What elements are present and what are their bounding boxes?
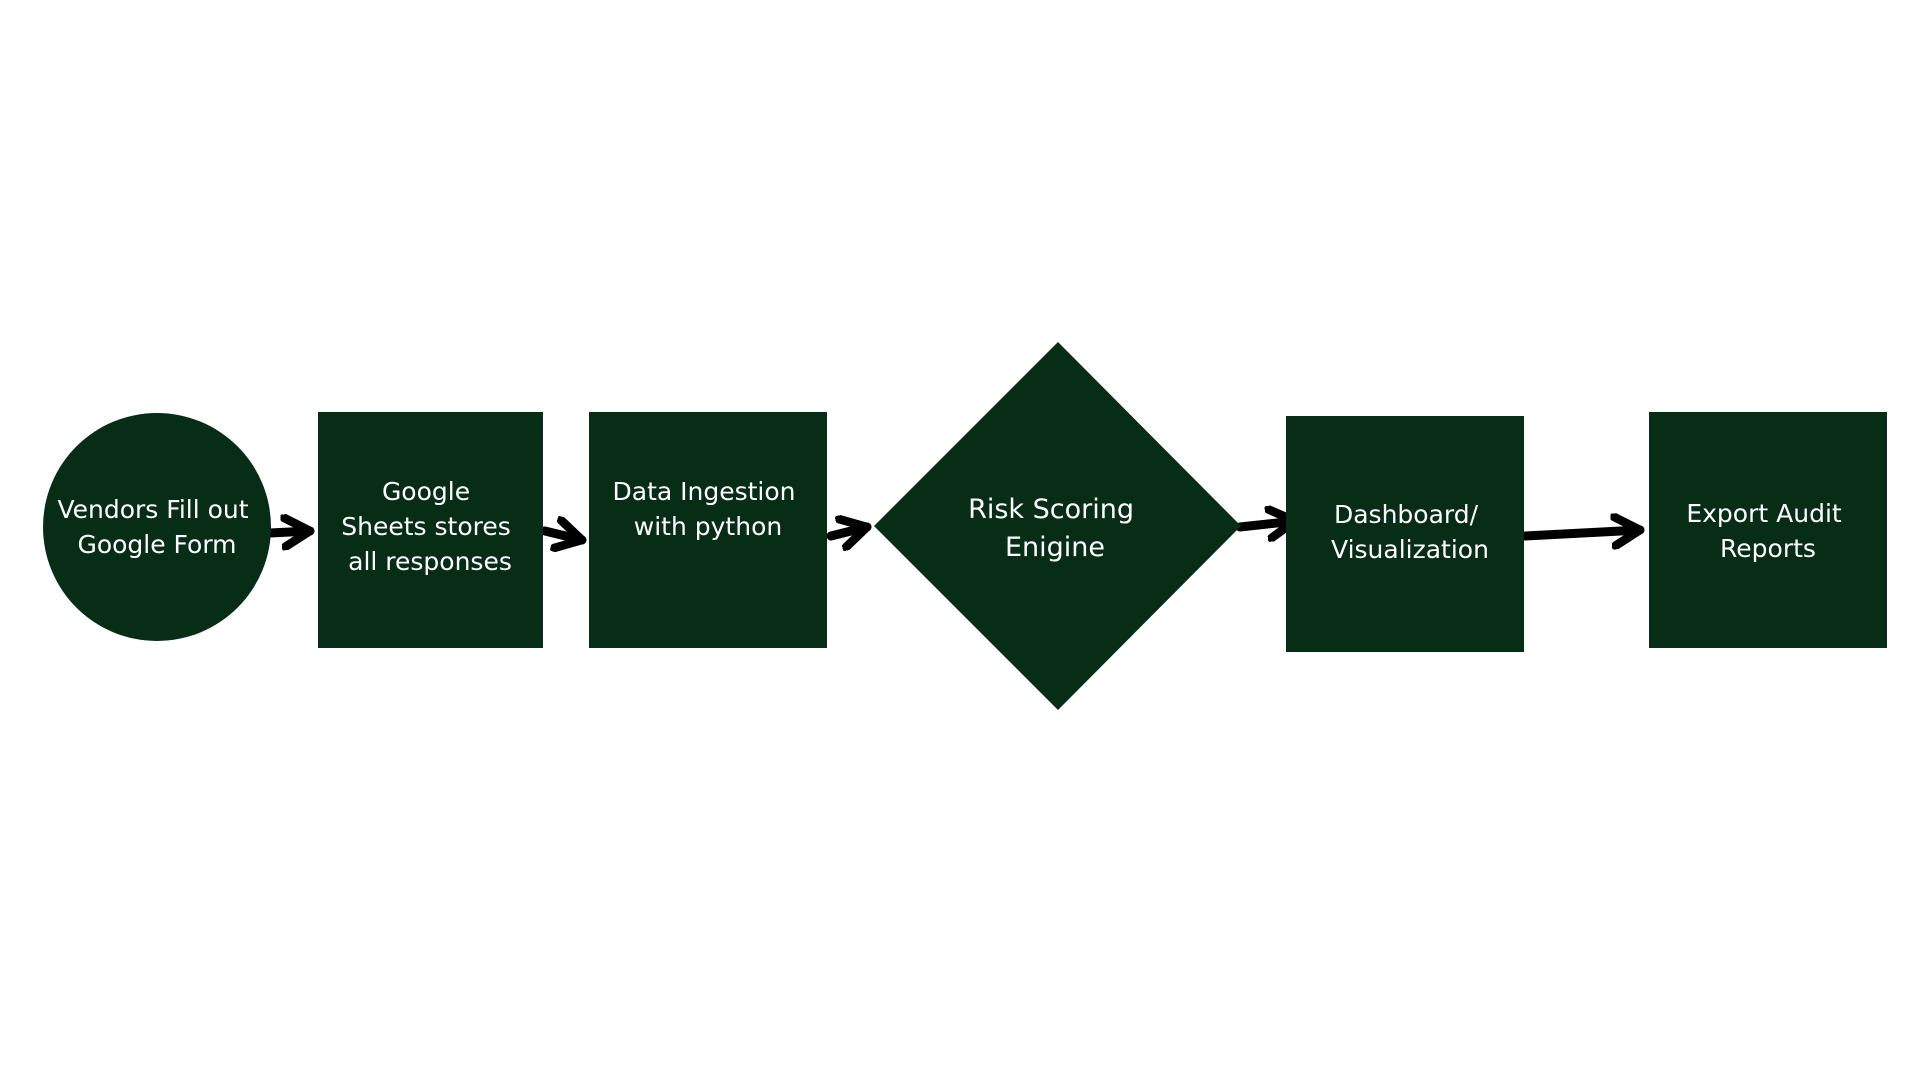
node-export-reports-line-1: Export Audit <box>1686 499 1842 528</box>
node-dashboard-shape <box>1286 416 1524 652</box>
node-risk-scoring: Risk Scoring Enigine <box>874 342 1241 710</box>
node-dashboard-line-2: Visualization <box>1331 535 1489 564</box>
node-dashboard-label: Dashboard/ Visualization <box>1331 500 1489 564</box>
node-vendors-form-label: Vendors Fill out Google Form <box>57 495 256 559</box>
node-google-sheets-line-1: Google <box>382 477 470 506</box>
edges-layer <box>265 521 1645 540</box>
node-vendors-form-line-2: Google Form <box>77 530 236 559</box>
node-vendors-form-line-1: Vendors Fill out <box>57 495 248 524</box>
node-data-ingestion-label: Data Ingestion with python <box>613 477 804 541</box>
node-risk-scoring-shape <box>874 342 1241 710</box>
node-risk-scoring-line-2: Enigine <box>1005 532 1105 563</box>
node-export-reports-shape <box>1649 412 1887 648</box>
node-vendors-form-shape <box>43 413 271 641</box>
arrow-dashboard-to-export <box>1520 530 1645 536</box>
node-export-reports-line-2: Reports <box>1720 534 1816 563</box>
node-export-reports: Export Audit Reports <box>1649 412 1887 648</box>
arrow-sheets-to-ingestion <box>540 531 587 540</box>
node-data-ingestion-line-2: with python <box>634 512 782 541</box>
node-dashboard: Dashboard/ Visualization <box>1286 416 1524 652</box>
node-dashboard-line-1: Dashboard/ <box>1334 500 1479 529</box>
arrow-vendors-to-sheets <box>265 531 315 533</box>
arrow-scoring-to-dashboard <box>1235 521 1300 527</box>
node-google-sheets: Google Sheets stores all responses <box>318 412 543 648</box>
node-data-ingestion-line-1: Data Ingestion <box>613 477 796 506</box>
node-google-sheets-shape <box>318 412 543 648</box>
node-risk-scoring-label: Risk Scoring Enigine <box>968 494 1142 563</box>
arrow-ingestion-to-scoring <box>826 527 872 536</box>
node-vendors-form: Vendors Fill out Google Form <box>43 413 271 641</box>
node-data-ingestion: Data Ingestion with python <box>589 412 827 648</box>
node-data-ingestion-shape <box>589 412 827 648</box>
node-google-sheets-label: Google Sheets stores all responses <box>341 477 518 576</box>
node-google-sheets-line-3: all responses <box>348 547 512 576</box>
node-export-reports-label: Export Audit Reports <box>1686 499 1849 563</box>
node-risk-scoring-line-1: Risk Scoring <box>968 494 1134 525</box>
node-google-sheets-line-2: Sheets stores <box>341 512 511 541</box>
